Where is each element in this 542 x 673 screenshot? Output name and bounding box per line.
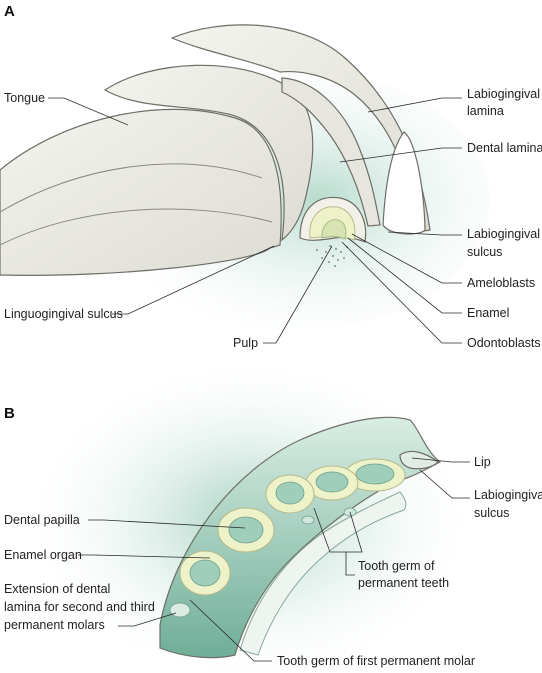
label-lip: Lip — [474, 455, 491, 469]
tooth-germ-1 — [344, 458, 406, 492]
label-tooth-germ-permanent-2: permanent teeth — [358, 576, 449, 590]
label-linguogingival-sulcus: Linguogingival sulcus — [4, 307, 123, 321]
pulp-a — [321, 219, 347, 240]
label-labiogingival-lamina-1: Labiogingival — [467, 87, 540, 101]
tooth-germ-3 — [265, 474, 315, 514]
leader-enamel-organ — [78, 554, 211, 559]
arch-inner-band — [239, 491, 407, 656]
leader-dental-lamina — [339, 147, 462, 163]
label-first-molar: Tooth germ of first permanent molar — [277, 654, 475, 668]
label-labiogingival-sulcus-b-1: Labiogingival — [474, 488, 542, 502]
leader-ameloblasts — [351, 233, 462, 284]
labiogingival-sulcus-loop — [382, 131, 426, 235]
label-labiogingival-sulcus-a-1: Labiogingival — [467, 227, 540, 241]
panel-a-letter: A — [4, 3, 15, 20]
leader-first-molar — [189, 599, 272, 662]
label-extension-3: permanent molars — [4, 618, 105, 632]
label-dental-lamina: Dental lamina — [467, 141, 542, 155]
label-extension-1: Extension of dental — [4, 582, 110, 596]
lip-flap — [399, 450, 439, 470]
label-labiogingival-sulcus-b-2: sulcus — [474, 506, 509, 520]
tooth-germ-4 — [217, 507, 275, 553]
bracket-permanent-teeth — [313, 507, 363, 576]
leader-odontoblasts — [341, 241, 462, 344]
tongue-fold-line-1 — [0, 163, 263, 213]
leader-lip — [411, 457, 470, 463]
leader-pulp — [263, 245, 333, 344]
label-ameloblasts: Ameloblasts — [467, 276, 535, 290]
dental-lamina-band — [281, 77, 381, 227]
tongue-fold-line-2 — [0, 208, 273, 246]
tongue-fold — [0, 108, 282, 276]
leader-labiogingival-sulcus — [387, 231, 462, 236]
leader-linguogingival-sulcus — [112, 245, 275, 315]
panel-b: B — [4, 370, 542, 670]
leader-enamel — [347, 237, 462, 314]
label-dental-papilla: Dental papilla — [4, 513, 80, 527]
leader-labiogingival-sulcus-b — [419, 469, 470, 499]
label-extension-2: lamina for second and third — [4, 600, 155, 614]
leader-labiogingival-lamina — [367, 97, 462, 113]
lamina-extension-bud — [169, 602, 191, 618]
panel-a: A — [0, 3, 542, 350]
panel-b-letter: B — [4, 405, 15, 422]
middle-fold — [103, 64, 314, 242]
leader-extension — [118, 612, 177, 627]
label-labiogingival-sulcus-a-2: sulcus — [467, 245, 502, 259]
leader-dental-papilla — [88, 519, 246, 529]
tooth-germ-5 — [179, 550, 231, 596]
label-odontoblasts: Odontoblasts — [467, 336, 541, 350]
successional-germ-2 — [301, 515, 315, 525]
label-pulp: Pulp — [233, 336, 258, 350]
label-enamel-organ: Enamel organ — [4, 548, 82, 562]
leader-tongue — [48, 97, 129, 126]
label-enamel: Enamel — [467, 306, 509, 320]
label-tooth-germ-permanent-1: Tooth germ of — [358, 559, 435, 573]
label-labiogingival-lamina-2: lamina — [467, 104, 504, 118]
label-tongue: Tongue — [4, 91, 45, 105]
